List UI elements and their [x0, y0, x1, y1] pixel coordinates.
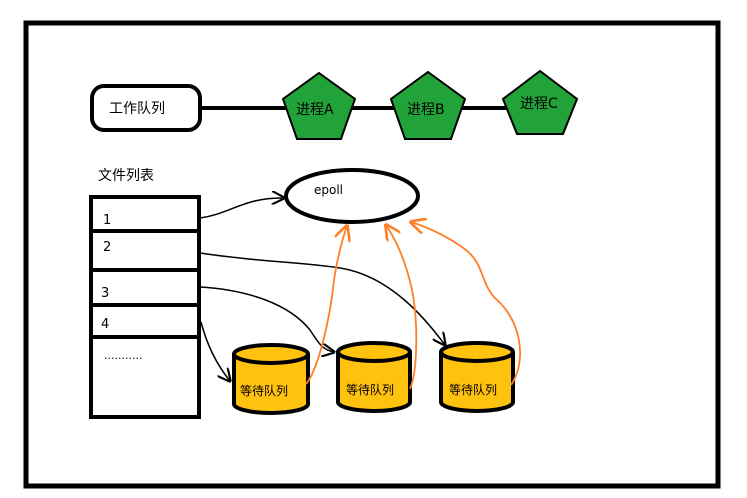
wait-queue-1: 等待队列	[232, 343, 310, 415]
process-c-pentagon	[501, 69, 579, 135]
process-a-label: 进程A	[296, 102, 334, 118]
process-c-label: 进程C	[520, 96, 558, 112]
arrow-file1-to-epoll	[199, 198, 284, 219]
process-a-pentagon	[281, 71, 357, 140]
wait-queue-2-label: 等待队列	[346, 382, 394, 397]
process-b-pentagon	[389, 70, 467, 140]
arrow-file3-to-queue2	[199, 286, 334, 352]
file-row-4: 4	[101, 317, 109, 332]
outer-frame	[23, 20, 721, 489]
arrow-queue2-to-epoll	[386, 225, 418, 390]
file-row-more: ...........	[104, 349, 142, 362]
wait-queue-1-label: 等待队列	[240, 383, 288, 398]
work-queue-label: 工作队列	[109, 101, 165, 117]
file-row-1: 1	[103, 213, 111, 228]
wait-queue-3-label: 等待队列	[449, 382, 497, 397]
arrow-queue1-to-epoll	[305, 226, 347, 385]
wait-queue-3: 等待队列	[439, 341, 515, 413]
process-b-label: 进程B	[407, 102, 445, 118]
arrow-file4-to-queue1	[200, 321, 230, 381]
epoll-ellipse	[284, 168, 420, 224]
file-list-title: 文件列表	[98, 168, 154, 184]
arrow-file2-to-queue3	[199, 252, 445, 345]
file-row-2: 2	[103, 240, 111, 255]
file-row-3: 3	[101, 286, 109, 301]
epoll-label: epoll	[314, 183, 343, 197]
wait-queue-2: 等待队列	[336, 341, 412, 413]
work-queue-box	[90, 84, 202, 132]
arrow-queue3-to-epoll	[411, 222, 522, 386]
